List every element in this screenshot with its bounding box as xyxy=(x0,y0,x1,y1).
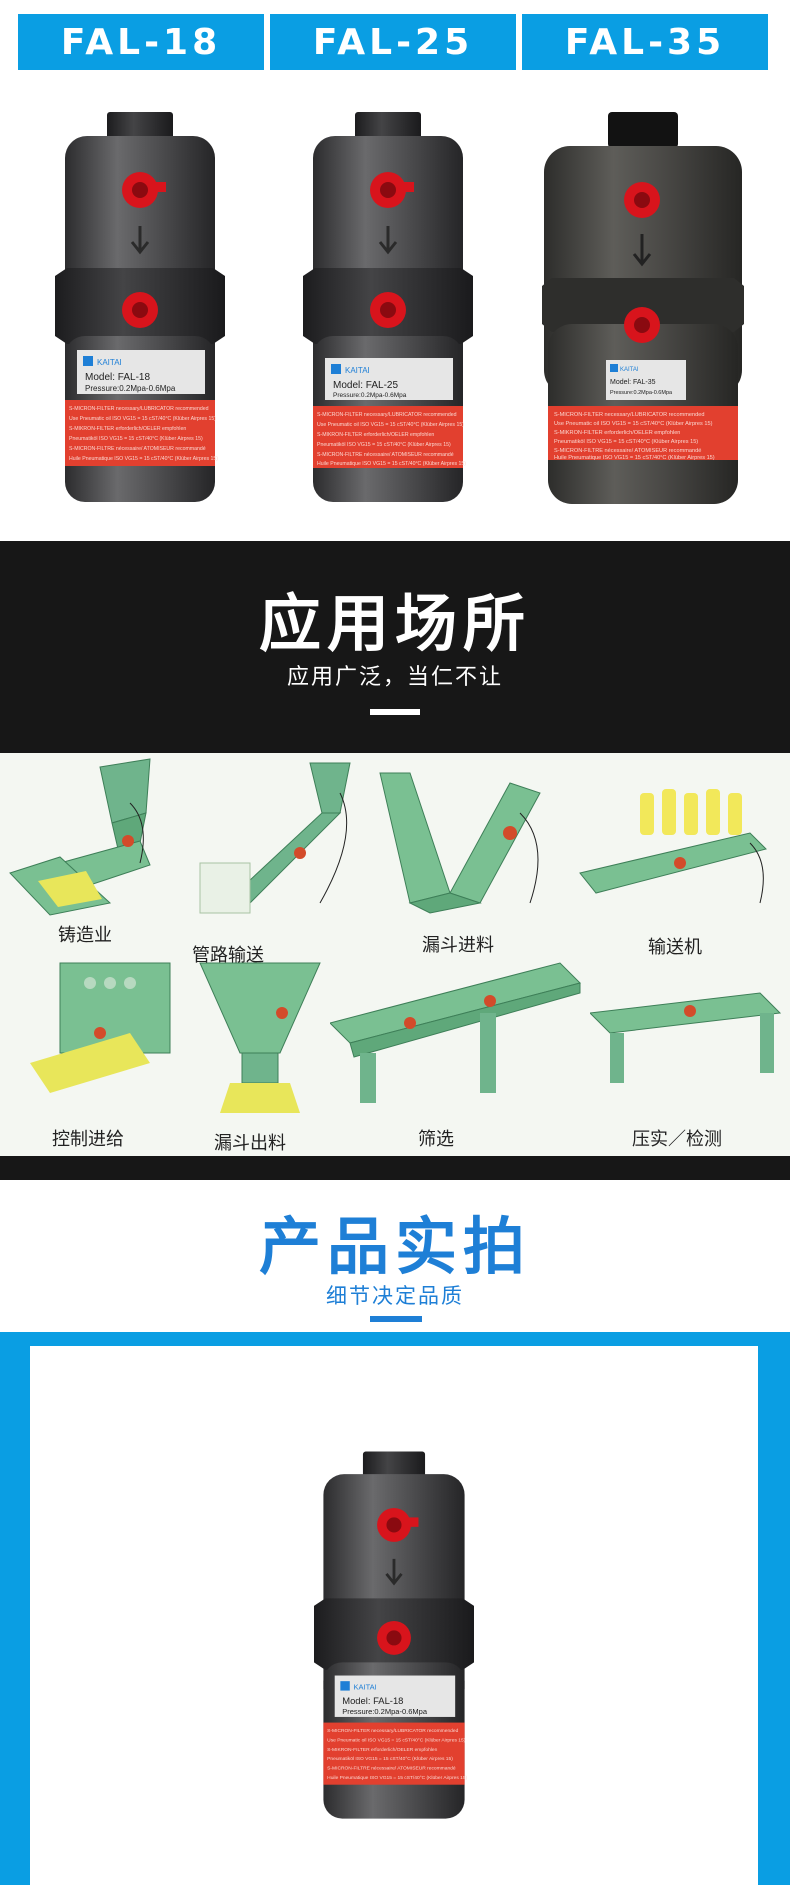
vibrator-illustration: KAITAI Model: FAL-35 Pressure:0.2Mpa-0.6… xyxy=(542,112,744,504)
svg-text:S-MICRON-FILTRE nécessaire/ AT: S-MICRON-FILTRE nécessaire/ ATOMISEUR re… xyxy=(317,452,454,458)
svg-text:Pressure:0.2Mpa-0.6Mpa: Pressure:0.2Mpa-0.6Mpa xyxy=(342,1707,428,1716)
svg-text:Pneumatiköl ISO VG15 = 15 cST/: Pneumatiköl ISO VG15 = 15 cST/40°C (Klüb… xyxy=(69,436,203,442)
svg-text:Huile Pneumatique ISO VG15 = 1: Huile Pneumatique ISO VG15 = 15 cST/40°C… xyxy=(554,455,715,461)
app-controlled-feed: 控制进给 xyxy=(0,953,190,1153)
svg-text:Use Pneumatic oil ISO VG15 = 1: Use Pneumatic oil ISO VG15 = 15 cST/40°C… xyxy=(327,1737,465,1743)
app-label: 压实／检测 xyxy=(632,1129,722,1150)
foundry-illustration xyxy=(9,758,151,916)
photo-frame: KAITAI Model: FAL-18 Pressure:0.2Mpa-0.6… xyxy=(0,1332,790,1885)
svg-text:S-MICRON-FILTRE nécessaire/ AT: S-MICRON-FILTRE nécessaire/ ATOMISEUR re… xyxy=(554,448,701,454)
app-foundry: 铸造业 xyxy=(0,753,190,953)
svg-text:S-MIKRON-FILTER erforderlich/O: S-MIKRON-FILTER erforderlich/OELER empfo… xyxy=(69,426,186,432)
vibrator-illustration: KAITAI Model: FAL-25 Pressure:0.2Mpa-0.6… xyxy=(303,112,473,502)
svg-text:KAITAI: KAITAI xyxy=(620,367,639,373)
tab-fal-18[interactable]: FAL-18 xyxy=(18,14,264,70)
tab-fal-25[interactable]: FAL-25 xyxy=(270,14,516,70)
svg-text:S-MICRON-FILTRE nécessaire/ AT: S-MICRON-FILTRE nécessaire/ ATOMISEUR re… xyxy=(327,1766,456,1772)
app-label: 漏斗进料 xyxy=(422,935,494,956)
app-label: 输送机 xyxy=(648,937,702,958)
app-label: 筛选 xyxy=(418,1129,454,1150)
name-plate xyxy=(334,1675,456,1717)
title-underline xyxy=(370,1316,422,1322)
title-underline xyxy=(370,709,420,715)
pipeline-illustration xyxy=(199,762,351,914)
svg-text:Use Pneumatic oil ISO VG15 = 1: Use Pneumatic oil ISO VG15 = 15 cST/40°C… xyxy=(317,422,464,428)
screening-illustration xyxy=(329,962,581,1103)
model-text: Model: FAL-18 xyxy=(85,372,150,383)
app-hopper-feed: 漏斗进料 xyxy=(370,753,570,956)
section-title: 应用场所 xyxy=(258,587,531,660)
controlled-feed-illustration xyxy=(30,962,171,1093)
svg-text:Huile Pneumatique ISO VG15 = 1: Huile Pneumatique ISO VG15 = 15 cST/40°C… xyxy=(317,461,466,467)
conveyor-illustration xyxy=(579,789,767,904)
app-screening: 筛选 xyxy=(329,953,590,1153)
app-label: 管路输送 xyxy=(192,945,264,966)
svg-text:Huile Pneumatique ISO VG15 = 1: Huile Pneumatique ISO VG15 = 15 cST/40°C… xyxy=(327,1775,467,1781)
app-label: 漏斗出料 xyxy=(214,1133,286,1154)
warning-label xyxy=(313,406,463,468)
arrow-down-icon xyxy=(385,1558,403,1586)
top-nut xyxy=(608,112,678,148)
name-plate xyxy=(77,350,205,394)
section-title: 产品实拍 xyxy=(258,1210,531,1283)
svg-text:S-MICRON-FILTRE nécessaire/ AT: S-MICRON-FILTRE nécessaire/ ATOMISEUR re… xyxy=(69,446,206,452)
svg-text:Use Pneumatic oil ISO VG15 = 1: Use Pneumatic oil ISO VG15 = 15 cST/40°C… xyxy=(69,416,216,422)
divider-band xyxy=(0,1156,790,1180)
app-label: 铸造业 xyxy=(58,925,112,946)
svg-text:S-MIKRON-FILTER erforderlich/O: S-MIKRON-FILTER erforderlich/OELER empfo… xyxy=(317,432,434,438)
svg-text:Model: FAL-18: Model: FAL-18 xyxy=(342,1695,403,1706)
app-conveyor: 输送机 xyxy=(570,753,790,958)
arrow-down-icon xyxy=(130,226,150,255)
svg-text:S-MICRON-FILTER necessary/LUBR: S-MICRON-FILTER necessary/LUBRICATOR rec… xyxy=(69,406,209,412)
app-pipeline: 管路输送 xyxy=(190,753,370,966)
svg-text:S-MICRON-FILTER necessary/LUBR: S-MICRON-FILTER necessary/LUBRICATOR rec… xyxy=(317,412,457,418)
compaction-illustration xyxy=(588,992,782,1083)
svg-text:S-MIKRON-FILTER erforderlich/O: S-MIKRON-FILTER erforderlich/OELER empfo… xyxy=(327,1747,437,1753)
svg-text:Pressure:0.2Mpa-0.6Mpa: Pressure:0.2Mpa-0.6Mpa xyxy=(610,390,673,396)
svg-text:KAITAI: KAITAI xyxy=(345,366,370,375)
svg-text:Huile Pneumatique ISO VG15 = 1: Huile Pneumatique ISO VG15 = 15 cST/40°C… xyxy=(69,456,218,462)
svg-text:Pneumatiköl ISO VG15 = 15 cST/: Pneumatiköl ISO VG15 = 15 cST/40°C (Klüb… xyxy=(554,439,698,445)
warning-label xyxy=(548,406,738,460)
svg-text:Model: FAL-25: Model: FAL-25 xyxy=(333,380,398,391)
app-compaction: 压实／检测 xyxy=(588,953,790,1153)
svg-text:Pressure:0.2Mpa-0.6Mpa: Pressure:0.2Mpa-0.6Mpa xyxy=(333,392,407,399)
photo-panel: KAITAI Model: FAL-18 Pressure:0.2Mpa-0.6… xyxy=(30,1346,758,1885)
arrow-down-icon xyxy=(378,226,398,255)
name-plate xyxy=(325,358,453,400)
svg-text:Pneumatiköl ISO VG15 = 15 cST/: Pneumatiköl ISO VG15 = 15 cST/40°C (Klüb… xyxy=(327,1756,453,1762)
svg-text:Model: FAL-35: Model: FAL-35 xyxy=(610,379,656,386)
svg-text:S-MIKRON-FILTER erforderlich/O: S-MIKRON-FILTER erforderlich/OELER empfo… xyxy=(554,430,680,436)
applications-header: 应用场所 应用广泛，当仁不让 xyxy=(0,541,790,753)
svg-text:S-MICRON-FILTER necessary/LUBR: S-MICRON-FILTER necessary/LUBRICATOR rec… xyxy=(554,412,704,418)
model-tabs: FAL-18 FAL-25 FAL-35 xyxy=(18,14,768,70)
warning-label xyxy=(323,1722,465,1785)
svg-text:Use Pneumatic oil ISO VG15 = 1: Use Pneumatic oil ISO VG15 = 15 cST/40°C… xyxy=(554,421,713,427)
brand-text: KAITAI xyxy=(97,358,122,367)
product-photo-fal-18: KAITAI Model: FAL-18 Pressure:0.2Mpa-0.6… xyxy=(314,1451,474,1819)
hopper-discharge-illustration xyxy=(199,962,321,1113)
product-image-fal-35: KAITAI Model: FAL-35 Pressure:0.2Mpa-0.6… xyxy=(542,110,744,508)
applications-grid: 铸造业 管路输送 漏斗进料 xyxy=(0,753,790,1156)
photos-header: 产品实拍 细节决定品质 xyxy=(0,1180,790,1332)
product-image-fal-18: KAITAI Model: FAL-18 Pressure:0.2Mpa-0.6… xyxy=(55,108,225,508)
pressure-text: Pressure:0.2Mpa-0.6Mpa xyxy=(85,384,176,393)
app-hopper-discharge: 漏斗出料 xyxy=(190,953,330,1154)
vibrator-illustration: KAITAI Model: FAL-18 Pressure:0.2Mpa-0.6… xyxy=(55,112,225,502)
arrow-down-icon xyxy=(632,234,652,267)
name-plate xyxy=(606,360,686,400)
warning-label xyxy=(65,400,215,466)
section-subtitle: 应用广泛，当仁不让 xyxy=(286,665,503,690)
hopper-feed-illustration xyxy=(379,772,541,914)
svg-text:Pneumatiköl ISO VG15 = 15 cST/: Pneumatiköl ISO VG15 = 15 cST/40°C (Klüb… xyxy=(317,442,451,448)
svg-text:S-MICRON-FILTER necessary/LUBR: S-MICRON-FILTER necessary/LUBRICATOR rec… xyxy=(327,1728,458,1734)
app-label: 控制进给 xyxy=(52,1129,124,1150)
tab-fal-35[interactable]: FAL-35 xyxy=(522,14,768,70)
svg-text:KAITAI: KAITAI xyxy=(354,1683,377,1692)
product-image-fal-25: KAITAI Model: FAL-25 Pressure:0.2Mpa-0.6… xyxy=(303,108,473,508)
top-nut xyxy=(107,112,173,142)
hex-ring xyxy=(542,278,744,332)
section-subtitle: 细节决定品质 xyxy=(326,1284,464,1308)
